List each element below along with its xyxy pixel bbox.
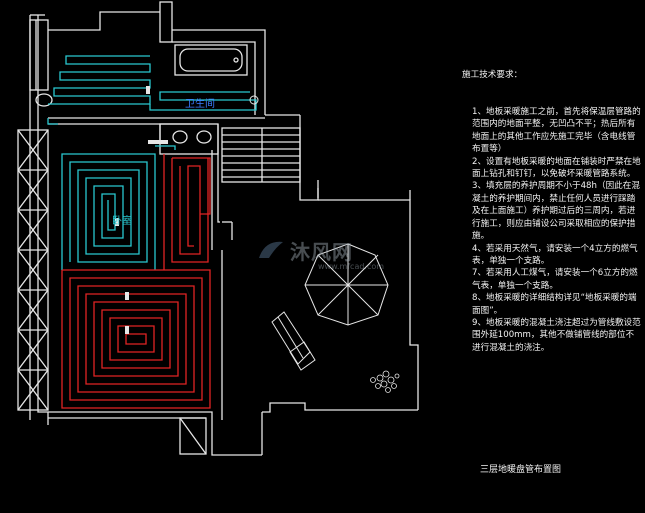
pipe-manifolds [115,86,259,334]
lounge-chair [271,311,316,371]
bedroom-heating-loop-lower [61,269,211,409]
bathroom-label: 卫生间 [185,99,215,110]
notes-heading: 施工技术要求： [462,69,523,80]
watermark-name: 沐风网 [290,240,353,264]
corridor-heating-loop [163,154,211,270]
notes-text: 1、地板采暖施工之前，首先将保温层管路的范围内的地面平整，无凹凸不平；热后所有地… [472,107,641,353]
watermark-logo-icon [259,241,283,258]
watermark-url: www.mfcad.com [318,262,385,271]
bedroom-label: 卧室 [112,216,132,227]
construction-notes: 施工技术要求： 1、地板采暖施工之前，首先将保温层管路的范围内的地面平整，无凹凸… [462,44,642,367]
patio-umbrella [304,243,389,326]
drawing-title: 三层地暖盘管布置图 [480,465,562,475]
bedroom-heating-loop-upper [61,145,176,270]
planter-stones [370,370,400,393]
building-walls [17,1,419,456]
bathroom-heating-loop [47,55,257,125]
